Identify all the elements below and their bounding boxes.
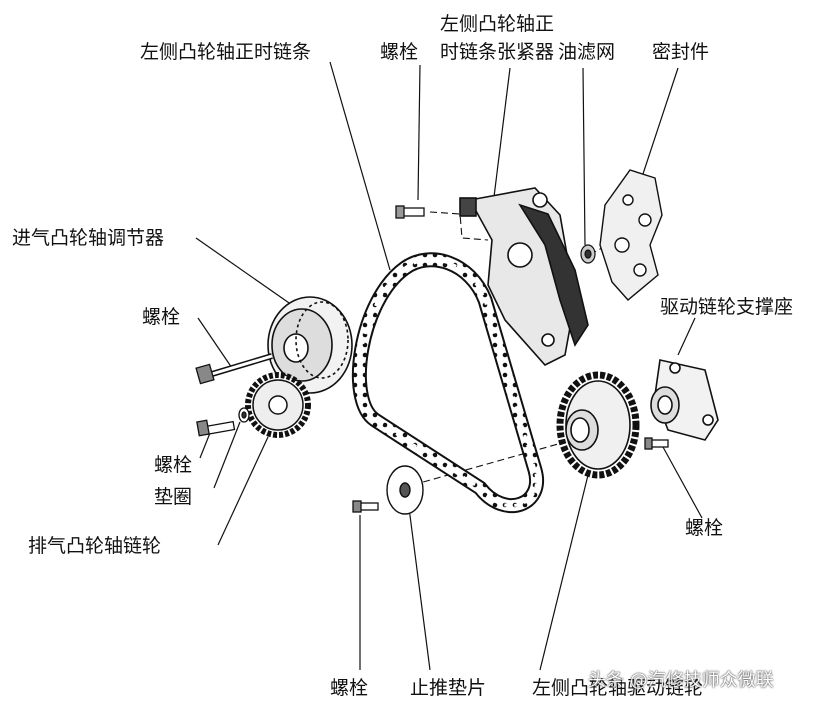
left-cam-drive-sprocket [556,371,640,479]
chain-tensioner [459,187,589,366]
label-left-cam-drive-sprocket: 左侧凸轮轴驱动链轮 [532,677,704,699]
bolt-bottom [352,500,379,513]
washer-part [238,407,250,423]
label-left-cam-timing-chain: 左侧凸轮轴正时链条 [140,41,312,63]
drive-sprocket-support [650,359,719,441]
label-intake-cam-adjuster: 进气凸轮轴调节器 [12,227,165,249]
seal-gasket [599,169,663,301]
label-drive-sprocket-support: 驱动链轮支撑座 [660,296,794,318]
intake-cam-adjuster [267,296,353,394]
thrust-washer-part [386,465,424,515]
label-tensioner-line2: 时链条张紧器 [440,41,555,63]
label-tensioner-line1: 左侧凸轮轴正 [440,13,555,35]
exhaust-cam-sprocket [245,372,311,438]
bolt-exhaust [196,419,236,437]
bolt-support [644,437,669,450]
label-seal: 密封件 [652,41,710,63]
label-bolt-bottom: 螺栓 [330,677,369,699]
oil-filter-screen [580,244,596,264]
leader-lines [195,61,703,671]
label-exhaust-cam-sprocket: 排气凸轮轴链轮 [28,535,162,557]
label-oil-filter-screen: 油滤网 [558,41,616,63]
label-bolt-top: 螺栓 [380,41,419,63]
bolt-top [395,205,425,219]
label-thrust-washer: 止推垫片 [410,677,487,699]
label-washer: 垫圈 [154,486,193,508]
watermark-text: 头条 @汽修技师众微联 [588,670,774,691]
bolt-adjuster [195,353,273,385]
label-bolt-exhaust: 螺栓 [154,454,193,476]
label-bolt-adjuster: 螺栓 [142,306,181,328]
label-bolt-support: 螺栓 [685,517,724,539]
